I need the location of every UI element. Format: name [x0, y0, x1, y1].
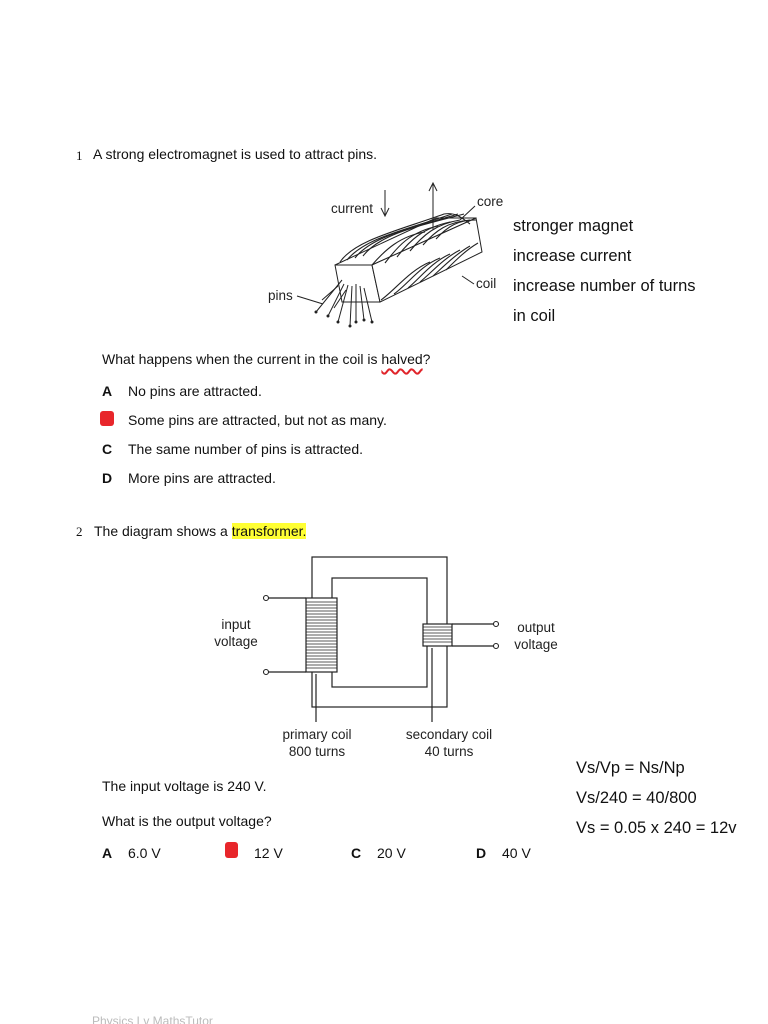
label-line: 800 turns [288, 744, 346, 759]
note-line: increase number of turns [513, 277, 696, 295]
working-line: Vs = 0.05 x 240 = 12v [576, 819, 737, 837]
option-letter-d: D [476, 845, 487, 861]
terminals [262, 594, 500, 676]
working-line: Vs/240 = 40/800 [576, 789, 697, 807]
option-letter-a: A [102, 383, 113, 399]
label-line: voltage [514, 637, 558, 652]
prompt-suffix: ? [422, 351, 431, 367]
output-voltage-label: output voltage [506, 619, 566, 653]
input-voltage-label: input voltage [206, 616, 266, 650]
transformer-diagram [262, 556, 500, 722]
pins [315, 279, 373, 327]
question-1-prompt: What happens when the current in the coi… [102, 351, 430, 367]
coil-windings [339, 213, 479, 301]
core-inner [331, 577, 428, 688]
label-line: output [517, 620, 555, 635]
pins-label: pins [268, 288, 293, 303]
current-label: current [331, 201, 374, 216]
label-line: voltage [214, 634, 258, 649]
underlined-word: halved [381, 351, 423, 367]
option-letter-a: A [102, 845, 113, 861]
option-letter-d: D [102, 470, 113, 486]
option-text-b[interactable]: Some pins are attracted, but not as many… [128, 412, 387, 428]
prompt-text: What happens when the current in the coi… [102, 351, 382, 367]
secondary-windings [423, 626, 452, 643]
secondary-coil [422, 623, 453, 647]
electromagnet-diagram [296, 181, 483, 328]
coil-label: coil [476, 276, 497, 291]
note-line: increase current [513, 247, 632, 265]
core-leader [459, 205, 476, 221]
option-text-b[interactable]: 12 V [254, 845, 283, 861]
question-2-prompt: What is the output voltage? [102, 813, 272, 829]
primary-windings [306, 601, 337, 669]
pins-leader [296, 295, 324, 305]
note-line: in coil [513, 307, 556, 325]
option-text-d[interactable]: More pins are attracted. [128, 470, 276, 486]
label-line: secondary coil [405, 727, 493, 742]
answer-mark-b [100, 411, 114, 426]
primary-coil-label: primary coil 800 turns [272, 726, 362, 760]
option-text-a[interactable]: No pins are attracted. [128, 383, 262, 399]
label-line: 40 turns [424, 744, 474, 759]
current-arrow-down [380, 207, 390, 218]
option-letter-c: C [102, 441, 113, 457]
working-line: Vs/Vp = Ns/Np [576, 759, 685, 777]
highlighted-word: transformer. [231, 523, 307, 539]
coil-leader [461, 275, 475, 285]
question-2-stem: The diagram shows a transformer. [94, 523, 307, 539]
core-label: core [477, 194, 504, 209]
input-voltage-text: The input voltage is 240 V. [102, 778, 267, 794]
question-2-number: 2 [76, 524, 83, 539]
current-arrow-up [428, 181, 438, 192]
option-text-a[interactable]: 6.0 V [128, 845, 161, 861]
secondary-coil-label: secondary coil 40 turns [398, 726, 500, 760]
stem-text: The diagram shows a [94, 523, 232, 539]
note-line: stronger magnet [513, 217, 634, 235]
label-line: input [221, 617, 251, 632]
option-text-d[interactable]: 40 V [502, 845, 531, 861]
option-text-c[interactable]: The same number of pins is attracted. [128, 441, 363, 457]
label-line: primary coil [282, 727, 352, 742]
option-text-c[interactable]: 20 V [377, 845, 406, 861]
option-letter-c: C [351, 845, 362, 861]
footer-text: Physics Lv MathsTutor [92, 1014, 213, 1024]
question-1-number: 1 [76, 148, 83, 163]
question-1-stem: A strong electromagnet is used to attrac… [93, 146, 378, 162]
answer-mark-b [225, 842, 238, 858]
